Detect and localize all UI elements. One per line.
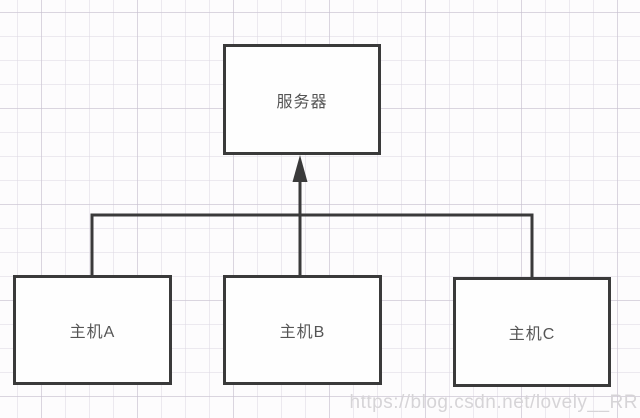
node-host-b-label: 主机B [279, 324, 326, 341]
node-server-label: 服务器 [276, 93, 328, 111]
node-host-c-label: 主机C [508, 326, 556, 343]
node-host-b[interactable]: 主机B [223, 275, 382, 385]
bus-connector-line [90, 213, 534, 278]
node-host-a-label: 主机A [69, 324, 116, 341]
node-host-c[interactable]: 主机C [453, 277, 611, 387]
node-host-a[interactable]: 主机A [13, 275, 172, 385]
watermark-url: https://blog.csdn.net/lovely__RR [349, 392, 638, 413]
node-server[interactable]: 服务器 [223, 44, 381, 155]
arrowhead-up-icon [292, 155, 308, 182]
